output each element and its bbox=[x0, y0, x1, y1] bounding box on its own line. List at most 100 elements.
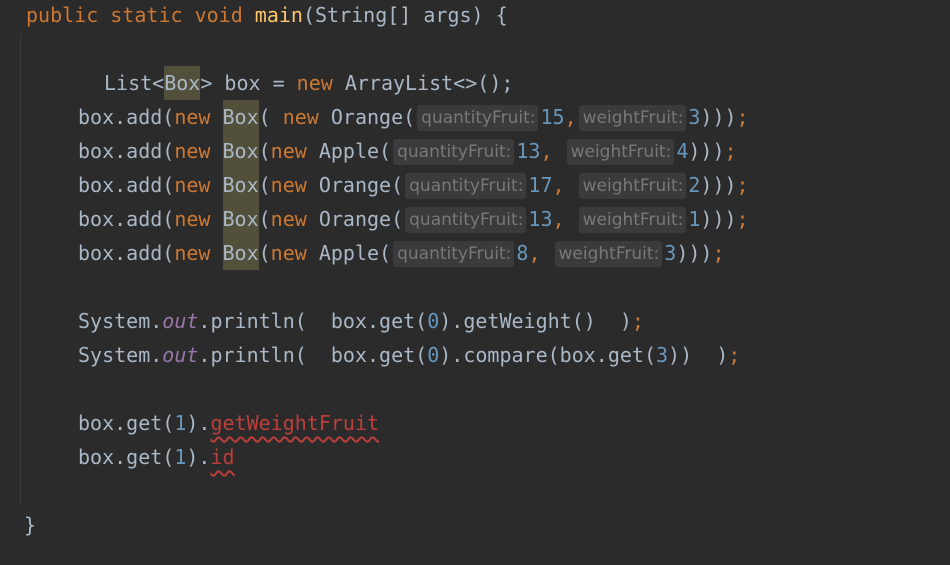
out-field: out bbox=[162, 343, 199, 367]
add-sep: ( bbox=[258, 139, 271, 163]
new-keyword: new bbox=[174, 207, 211, 231]
quantity-value: 13 bbox=[516, 139, 541, 163]
semicolon: ; bbox=[736, 105, 749, 129]
add-sep: ( bbox=[258, 207, 271, 231]
parameter-hint-quantity: quantityFruit: bbox=[405, 206, 527, 233]
code-line-add-1[interactable]: box.add(new Box( new Orange(quantityFrui… bbox=[78, 100, 749, 134]
parameter-hint-weight: weightFruit: bbox=[566, 138, 675, 165]
unresolved-member-error[interactable]: id bbox=[210, 445, 235, 469]
code-line-add-4[interactable]: box.add(new Box(new Orange(quantityFruit… bbox=[78, 202, 749, 236]
parameter-hint-quantity: quantityFruit: bbox=[405, 172, 527, 199]
add-sep: ( bbox=[258, 105, 283, 129]
system-ref: System. bbox=[78, 309, 163, 333]
fruit-constructor: Orange( bbox=[306, 207, 404, 231]
println-call: .println( box.get( bbox=[198, 343, 428, 367]
semicolon: ; bbox=[712, 241, 725, 265]
index-value: 0 bbox=[427, 309, 440, 333]
comma: , bbox=[552, 173, 577, 197]
parameter-hint-weight: weightFruit: bbox=[578, 206, 687, 233]
code-line-method-signature[interactable]: public static void main(String[] args) { bbox=[26, 0, 508, 32]
comma: , bbox=[564, 105, 577, 129]
add-close: ))) bbox=[700, 207, 737, 231]
box-class-ref: Box bbox=[222, 202, 259, 236]
code-line-closing-brace[interactable]: } bbox=[24, 508, 36, 542]
quantity-value: 17 bbox=[528, 173, 553, 197]
code-line-add-3[interactable]: box.add(new Box(new Orange(quantityFruit… bbox=[78, 168, 749, 202]
code-line-println-weight[interactable]: System.out.println( box.get(0).getWeight… bbox=[78, 304, 644, 338]
comma: , bbox=[552, 207, 577, 231]
decl-type-start: List< bbox=[104, 71, 165, 95]
add-prefix: box.add( bbox=[78, 139, 175, 163]
add-prefix: box.add( bbox=[78, 241, 175, 265]
weight-value: 3 bbox=[688, 105, 701, 129]
parameter-hint-quantity: quantityFruit: bbox=[417, 104, 539, 131]
parameter-hint-weight: weightFruit: bbox=[554, 240, 663, 267]
new-keyword: new bbox=[270, 207, 307, 231]
unresolved-member-error[interactable]: getWeightFruit bbox=[210, 411, 380, 435]
add-sep: ( bbox=[258, 173, 271, 197]
semicolon: ; bbox=[631, 309, 644, 333]
semicolon: ; bbox=[728, 343, 741, 367]
code-line-declaration[interactable]: List<Box> box = new ArrayList<>(); bbox=[104, 66, 513, 100]
code-line-add-5[interactable]: box.add(new Box(new Apple(quantityFruit:… bbox=[78, 236, 725, 270]
new-keyword: new bbox=[270, 173, 307, 197]
add-close: ))) bbox=[688, 139, 725, 163]
out-field: out bbox=[162, 309, 199, 333]
method-modifiers: public static void bbox=[26, 3, 243, 27]
parameter-hint-weight: weightFruit: bbox=[578, 172, 687, 199]
get-close: ). bbox=[186, 411, 211, 435]
index-value: 0 bbox=[427, 343, 440, 367]
comma: , bbox=[540, 139, 565, 163]
println-call: .println( box.get( bbox=[198, 309, 428, 333]
weight-value: 1 bbox=[688, 207, 701, 231]
quantity-value: 15 bbox=[540, 105, 565, 129]
add-prefix: box.add( bbox=[78, 207, 175, 231]
new-keyword: new bbox=[174, 105, 211, 129]
get-close: ). bbox=[186, 445, 211, 469]
new-keyword: new bbox=[174, 173, 211, 197]
indent-guide bbox=[20, 34, 21, 506]
fruit-constructor: Apple( bbox=[306, 241, 392, 265]
fruit-constructor: Orange( bbox=[318, 105, 416, 129]
add-close: ))) bbox=[700, 105, 737, 129]
add-prefix: box.add( bbox=[78, 173, 175, 197]
add-close: ))) bbox=[700, 173, 737, 197]
semicolon: ; bbox=[724, 139, 737, 163]
quantity-value: 13 bbox=[528, 207, 553, 231]
closing-brace: } bbox=[24, 513, 37, 537]
new-keyword: new bbox=[174, 241, 211, 265]
code-line-get-id[interactable]: box.get(1).id bbox=[78, 440, 235, 474]
new-keyword: new bbox=[282, 105, 319, 129]
box-class-ref: Box bbox=[222, 236, 259, 270]
index-value: 1 bbox=[174, 411, 187, 435]
box-class-ref: Box bbox=[222, 100, 259, 134]
code-line-add-2[interactable]: box.add(new Box(new Apple(quantityFruit:… bbox=[78, 134, 737, 168]
println-rest: ).getWeight() ) bbox=[439, 309, 632, 333]
method-params: (String[] args) { bbox=[302, 3, 508, 27]
parameter-hint-quantity: quantityFruit: bbox=[393, 138, 515, 165]
compare-call: ).compare(box.get( bbox=[439, 343, 656, 367]
system-ref: System. bbox=[78, 343, 163, 367]
comma: , bbox=[528, 241, 553, 265]
get-call: box.get( bbox=[78, 445, 175, 469]
code-line-get-weight-fruit[interactable]: box.get(1).getWeightFruit bbox=[78, 406, 379, 440]
decl-type-name: Box bbox=[164, 66, 201, 100]
box-class-ref: Box bbox=[222, 168, 259, 202]
add-prefix: box.add( bbox=[78, 105, 175, 129]
parameter-hint-weight: weightFruit: bbox=[578, 104, 687, 131]
fruit-constructor: Apple( bbox=[306, 139, 392, 163]
semicolon: ; bbox=[736, 173, 749, 197]
println-rest: )) ) bbox=[668, 343, 729, 367]
parameter-hint-quantity: quantityFruit: bbox=[393, 240, 515, 267]
decl-new-keyword: new bbox=[296, 71, 333, 95]
decl-rest: ArrayList<>(); bbox=[332, 71, 514, 95]
get-call: box.get( bbox=[78, 411, 175, 435]
new-keyword: new bbox=[174, 139, 211, 163]
quantity-value: 8 bbox=[516, 241, 529, 265]
weight-value: 2 bbox=[688, 173, 701, 197]
code-line-println-compare[interactable]: System.out.println( box.get(0).compare(b… bbox=[78, 338, 740, 372]
index-value-2: 3 bbox=[656, 343, 669, 367]
add-close: ))) bbox=[676, 241, 713, 265]
decl-type-end: > box = bbox=[200, 71, 297, 95]
